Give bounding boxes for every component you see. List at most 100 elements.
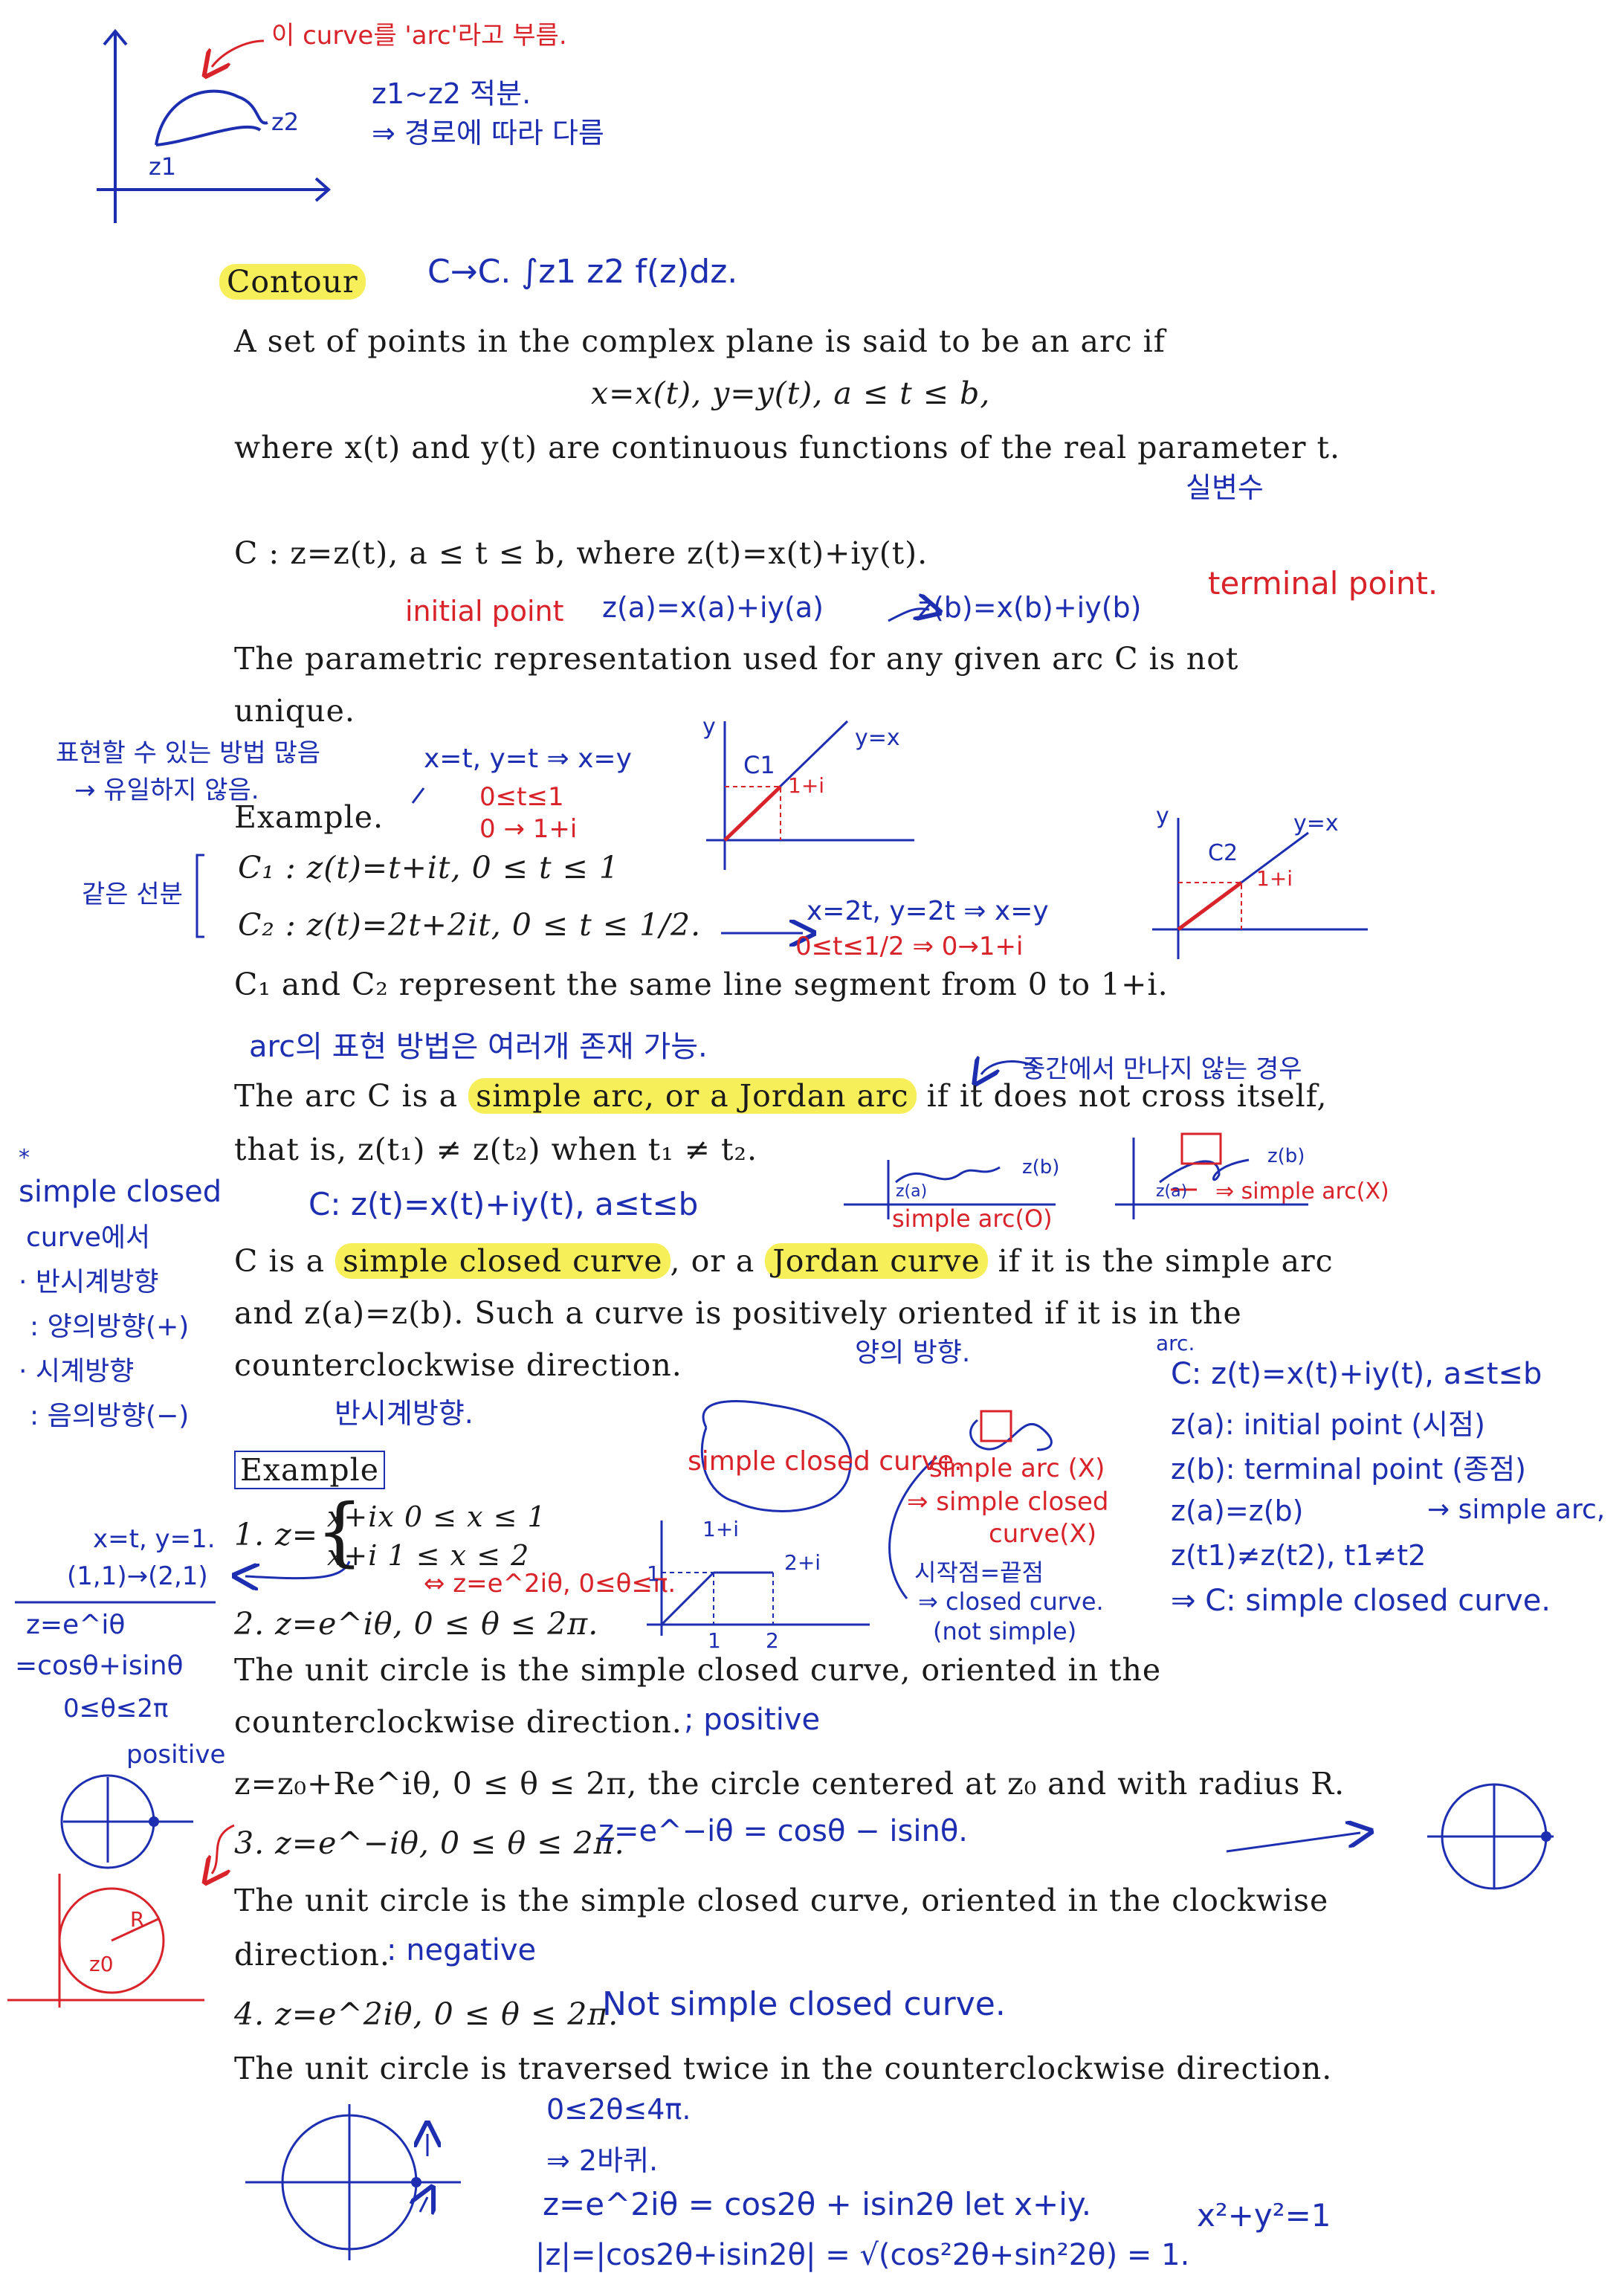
brace: { — [316, 1488, 364, 1575]
twice-circle — [245, 2104, 461, 2260]
text-line: that is, z(t₁) ≠ z(t₂) when t₁ ≠ t₂. — [234, 1132, 757, 1167]
text-line: C : z=z(t), a ≤ t ≤ b, where z(t)=x(t)+i… — [234, 535, 928, 571]
positive-label: positive — [126, 1740, 226, 1770]
text-line: The unit circle is the simple closed cur… — [234, 1652, 1162, 1688]
graph-c2-yx: y=x — [1293, 810, 1339, 836]
terminal-point-label: terminal point. — [1208, 565, 1438, 602]
ex2-note-2: =cosθ+isinθ — [15, 1651, 184, 1681]
ex1-note-2: (1,1)→(2,1) — [67, 1561, 208, 1591]
contour-heading: Contour — [219, 264, 366, 300]
top-axes — [97, 28, 332, 223]
twice-note-3: z=e^2iθ = cos2θ + isin2θ let x+iy. — [543, 2186, 1092, 2222]
example1-case-1: x+ix 0 ≤ x ≤ 1 — [327, 1500, 546, 1533]
graph-tick-1y: 1 — [647, 1561, 660, 1586]
graph-1plusi: 1+i — [702, 1517, 740, 1541]
z1-label: z1 — [149, 152, 177, 181]
cross-note: 중간에서 만나지 않는 경우 — [1022, 1054, 1302, 1084]
left-note-2: curve에서 — [26, 1222, 151, 1253]
graph-tick-1x: 1 — [708, 1628, 721, 1653]
radius-circle — [7, 1824, 235, 2008]
positive-circle — [60, 1774, 193, 1869]
graph-c1-y: y — [702, 714, 716, 740]
left-note-6: : 음의방향(−) — [30, 1401, 190, 1431]
negative-note: : negative — [387, 1933, 537, 1967]
right-note-4b: → simple arc, — [1427, 1494, 1606, 1525]
jordan-arc-line: The arc C is a simple arc, or a Jordan a… — [234, 1078, 1328, 1114]
graph-c2-label: C2 — [1208, 840, 1238, 866]
c1-note-1: x=t, y=t ⇒ x=y — [424, 744, 632, 774]
text-line: The parametric representation used for a… — [234, 641, 1239, 677]
text-line: direction. — [234, 1937, 390, 1973]
left-note-3: · 반시계방향 — [19, 1267, 159, 1297]
example4-line: 4. z=e^2iθ, 0 ≤ θ ≤ 2π. — [234, 1996, 619, 2032]
zb-label-2: z(b) — [1267, 1145, 1305, 1167]
simple-closed-line: C is a simple closed curve, or a Jordan … — [234, 1243, 1334, 1279]
right-note-4: z(a)=z(b) — [1171, 1494, 1304, 1527]
start-end-3: (not simple) — [933, 1617, 1077, 1645]
integral-note-2: ⇒ 경로에 따라 다름 — [372, 117, 604, 149]
text-line: The unit circle is traversed twice in th… — [234, 2051, 1333, 2086]
graph-c1-label: C1 — [743, 751, 775, 779]
graph-tick-2x: 2 — [766, 1628, 779, 1653]
arc-repr-note: arc의 표현 방법은 여러개 존재 가능. — [249, 1030, 708, 1064]
example1-z: 1. z= — [234, 1517, 319, 1552]
positive-semicolon: ; positive — [684, 1703, 821, 1737]
figure-eight — [969, 1419, 1053, 1451]
text-line: The unit circle is the simple closed cur… — [234, 1883, 1329, 1918]
right-note-6: ⇒ C: simple closed curve. — [1171, 1584, 1551, 1618]
example2-line: 2. z=e^iθ, 0 ≤ θ ≤ 2π. — [234, 1606, 599, 1642]
graph-c1-point: 1+i — [788, 773, 825, 798]
twice-note-2: ⇒ 2바퀴. — [546, 2144, 659, 2177]
text-line: counterclockwise direction. — [234, 1347, 682, 1383]
z2-label: z2 — [271, 108, 300, 136]
initial-eq: z(a)=x(a)+iy(a) — [602, 591, 824, 624]
ex1-note-1: x=t, y=1. — [93, 1524, 216, 1554]
sc-closed-note: simple closed curve. — [688, 1446, 963, 1477]
circle-line: z=z₀+Re^iθ, 0 ≤ θ ≤ 2π, the circle cente… — [234, 1766, 1345, 1802]
initial-point-label: initial point — [405, 595, 564, 628]
right-note-1: C: z(t)=x(t)+iy(t), a≤t≤b — [1171, 1357, 1542, 1391]
start-end-1: 시작점=끝점 — [914, 1558, 1044, 1587]
z0-label: z0 — [89, 1952, 114, 1976]
simple-arc-x: ⇒ simple arc(X) — [1215, 1178, 1389, 1205]
text-line: Example. — [234, 799, 384, 835]
example1-case-2: x+i 1 ≤ x ≤ 2 — [327, 1539, 530, 1572]
left-note-star: * — [19, 1145, 30, 1171]
not-unique-note-2: → 유일하지 않음. — [74, 775, 259, 805]
text-line: where x(t) and y(t) are continuous funct… — [234, 430, 1341, 465]
left-note-5: · 시계방향 — [19, 1356, 135, 1387]
param-c-note: C: z(t)=x(t)+iy(t), a≤t≤b — [308, 1186, 699, 1222]
contour-hand-note: C→C. ∫z1 z2 f(z)dz. — [427, 253, 738, 291]
text-line: counterclockwise direction. — [234, 1704, 682, 1740]
not-unique-note-1: 표현할 수 있는 방법 많음 — [56, 738, 321, 768]
same-segment-note: 같은 선분 — [82, 880, 183, 909]
example3-line: 3. z=e^−iθ, 0 ≤ θ ≤ 2π. — [234, 1825, 625, 1861]
za-label-1: z(a) — [896, 1182, 928, 1201]
graph-2plusi: 2+i — [784, 1550, 821, 1575]
twice-note-4: |z|=|cos2θ+isin2θ| = √(cos²2θ+sin²2θ) = … — [535, 2238, 1190, 2272]
ex4-note: Not simple closed curve. — [602, 1985, 1006, 2023]
example1-graph — [647, 1521, 870, 1636]
za-label-2: z(a) — [1156, 1182, 1188, 1201]
sc-arc-x-1: simple arc (X) — [929, 1454, 1105, 1483]
example-heading: Example — [234, 1451, 385, 1489]
ex2-note-3: 0≤θ≤2π — [63, 1694, 169, 1723]
c1-note-3: 0 → 1+i — [479, 814, 578, 844]
graph-c2-point: 1+i — [1256, 866, 1293, 891]
c2-note-1: x=2t, y=2t ⇒ x=y — [807, 896, 1049, 926]
twice-note-5: x²+y²=1 — [1197, 2197, 1331, 2234]
text-line: A set of points in the complex plane is … — [234, 323, 1166, 359]
twice-note-1: 0≤2θ≤4π. — [546, 2093, 691, 2126]
text-line: and z(a)=z(b). Such a curve is positivel… — [234, 1295, 1242, 1331]
ex1-note-3: ⇔ z=e^2iθ, 0≤θ≤π. — [424, 1569, 676, 1599]
arc-note: 이 curve를 'arc'라고 부름. — [271, 21, 567, 51]
terminal-eq: z(b)=x(b)+iy(b) — [918, 591, 1142, 624]
right-note-5: z(t1)≠z(t2), t1≠t2 — [1171, 1539, 1426, 1572]
right-arc: arc. — [1156, 1331, 1195, 1355]
ccw-note: 반시계방향. — [335, 1397, 474, 1430]
radius-label: R — [130, 1907, 145, 1932]
arc-pointer-arrow — [212, 39, 265, 67]
positive-dir-note: 양의 방향. — [855, 1338, 971, 1368]
left-note-1: simple closed — [19, 1175, 222, 1209]
